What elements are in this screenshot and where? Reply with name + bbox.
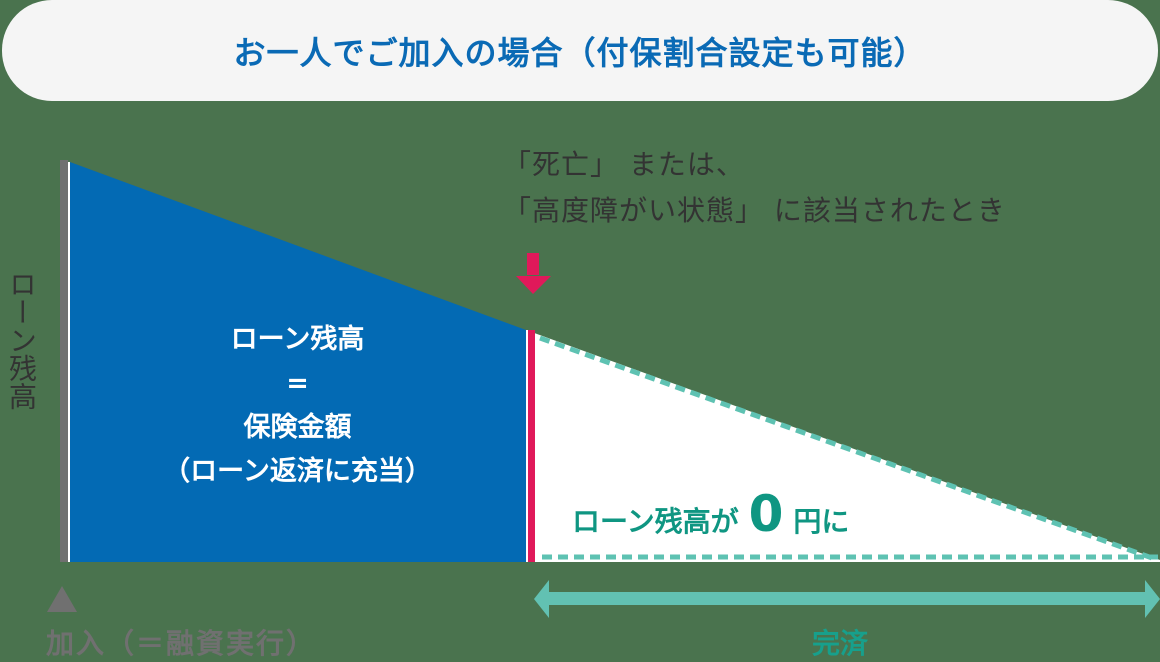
end-label: 完済 <box>812 627 869 660</box>
y-axis-bar <box>60 160 68 562</box>
y-axis-highlight <box>68 162 70 562</box>
down-arrow-icon <box>516 253 551 294</box>
double-arrow-icon <box>534 580 1160 618</box>
start-triangle-icon <box>47 586 77 612</box>
zero-suffix: 円に <box>793 505 850 538</box>
covered-line-4: （ローン返済に充当） <box>163 456 432 487</box>
y-axis-label: ローン残高 <box>5 270 38 410</box>
covered-line-2: = <box>286 368 309 399</box>
covered-line-1: ローン残高 <box>230 324 365 355</box>
event-line <box>528 330 535 562</box>
separator-line <box>526 330 528 562</box>
event-description: 「死亡」 または、 「高度障がい状態」 に該当されたとき <box>503 142 1006 234</box>
diagram-title: お一人でご加入の場合（付保割合設定も可能） <box>233 33 927 72</box>
dashed-slope-line <box>539 335 1153 561</box>
event-line-1: 「死亡」 または、 <box>503 148 745 181</box>
covered-region-label: ローン残高 = 保険金額 （ローン返済に充当） <box>70 318 525 494</box>
event-line-2: 「高度障がい状態」 に該当されたとき <box>503 194 1006 227</box>
zero-balance-label: ローン残高が 0 円に <box>572 485 849 543</box>
zero-number: 0 <box>748 485 784 543</box>
covered-balance-area <box>70 162 526 562</box>
title-banner: お一人でご加入の場合（付保割合設定も可能） <box>2 0 1158 101</box>
start-label: 加入（＝融資実行） <box>46 627 317 660</box>
zero-prefix: ローン残高が <box>572 505 739 538</box>
covered-line-3: 保険金額 <box>243 412 352 443</box>
